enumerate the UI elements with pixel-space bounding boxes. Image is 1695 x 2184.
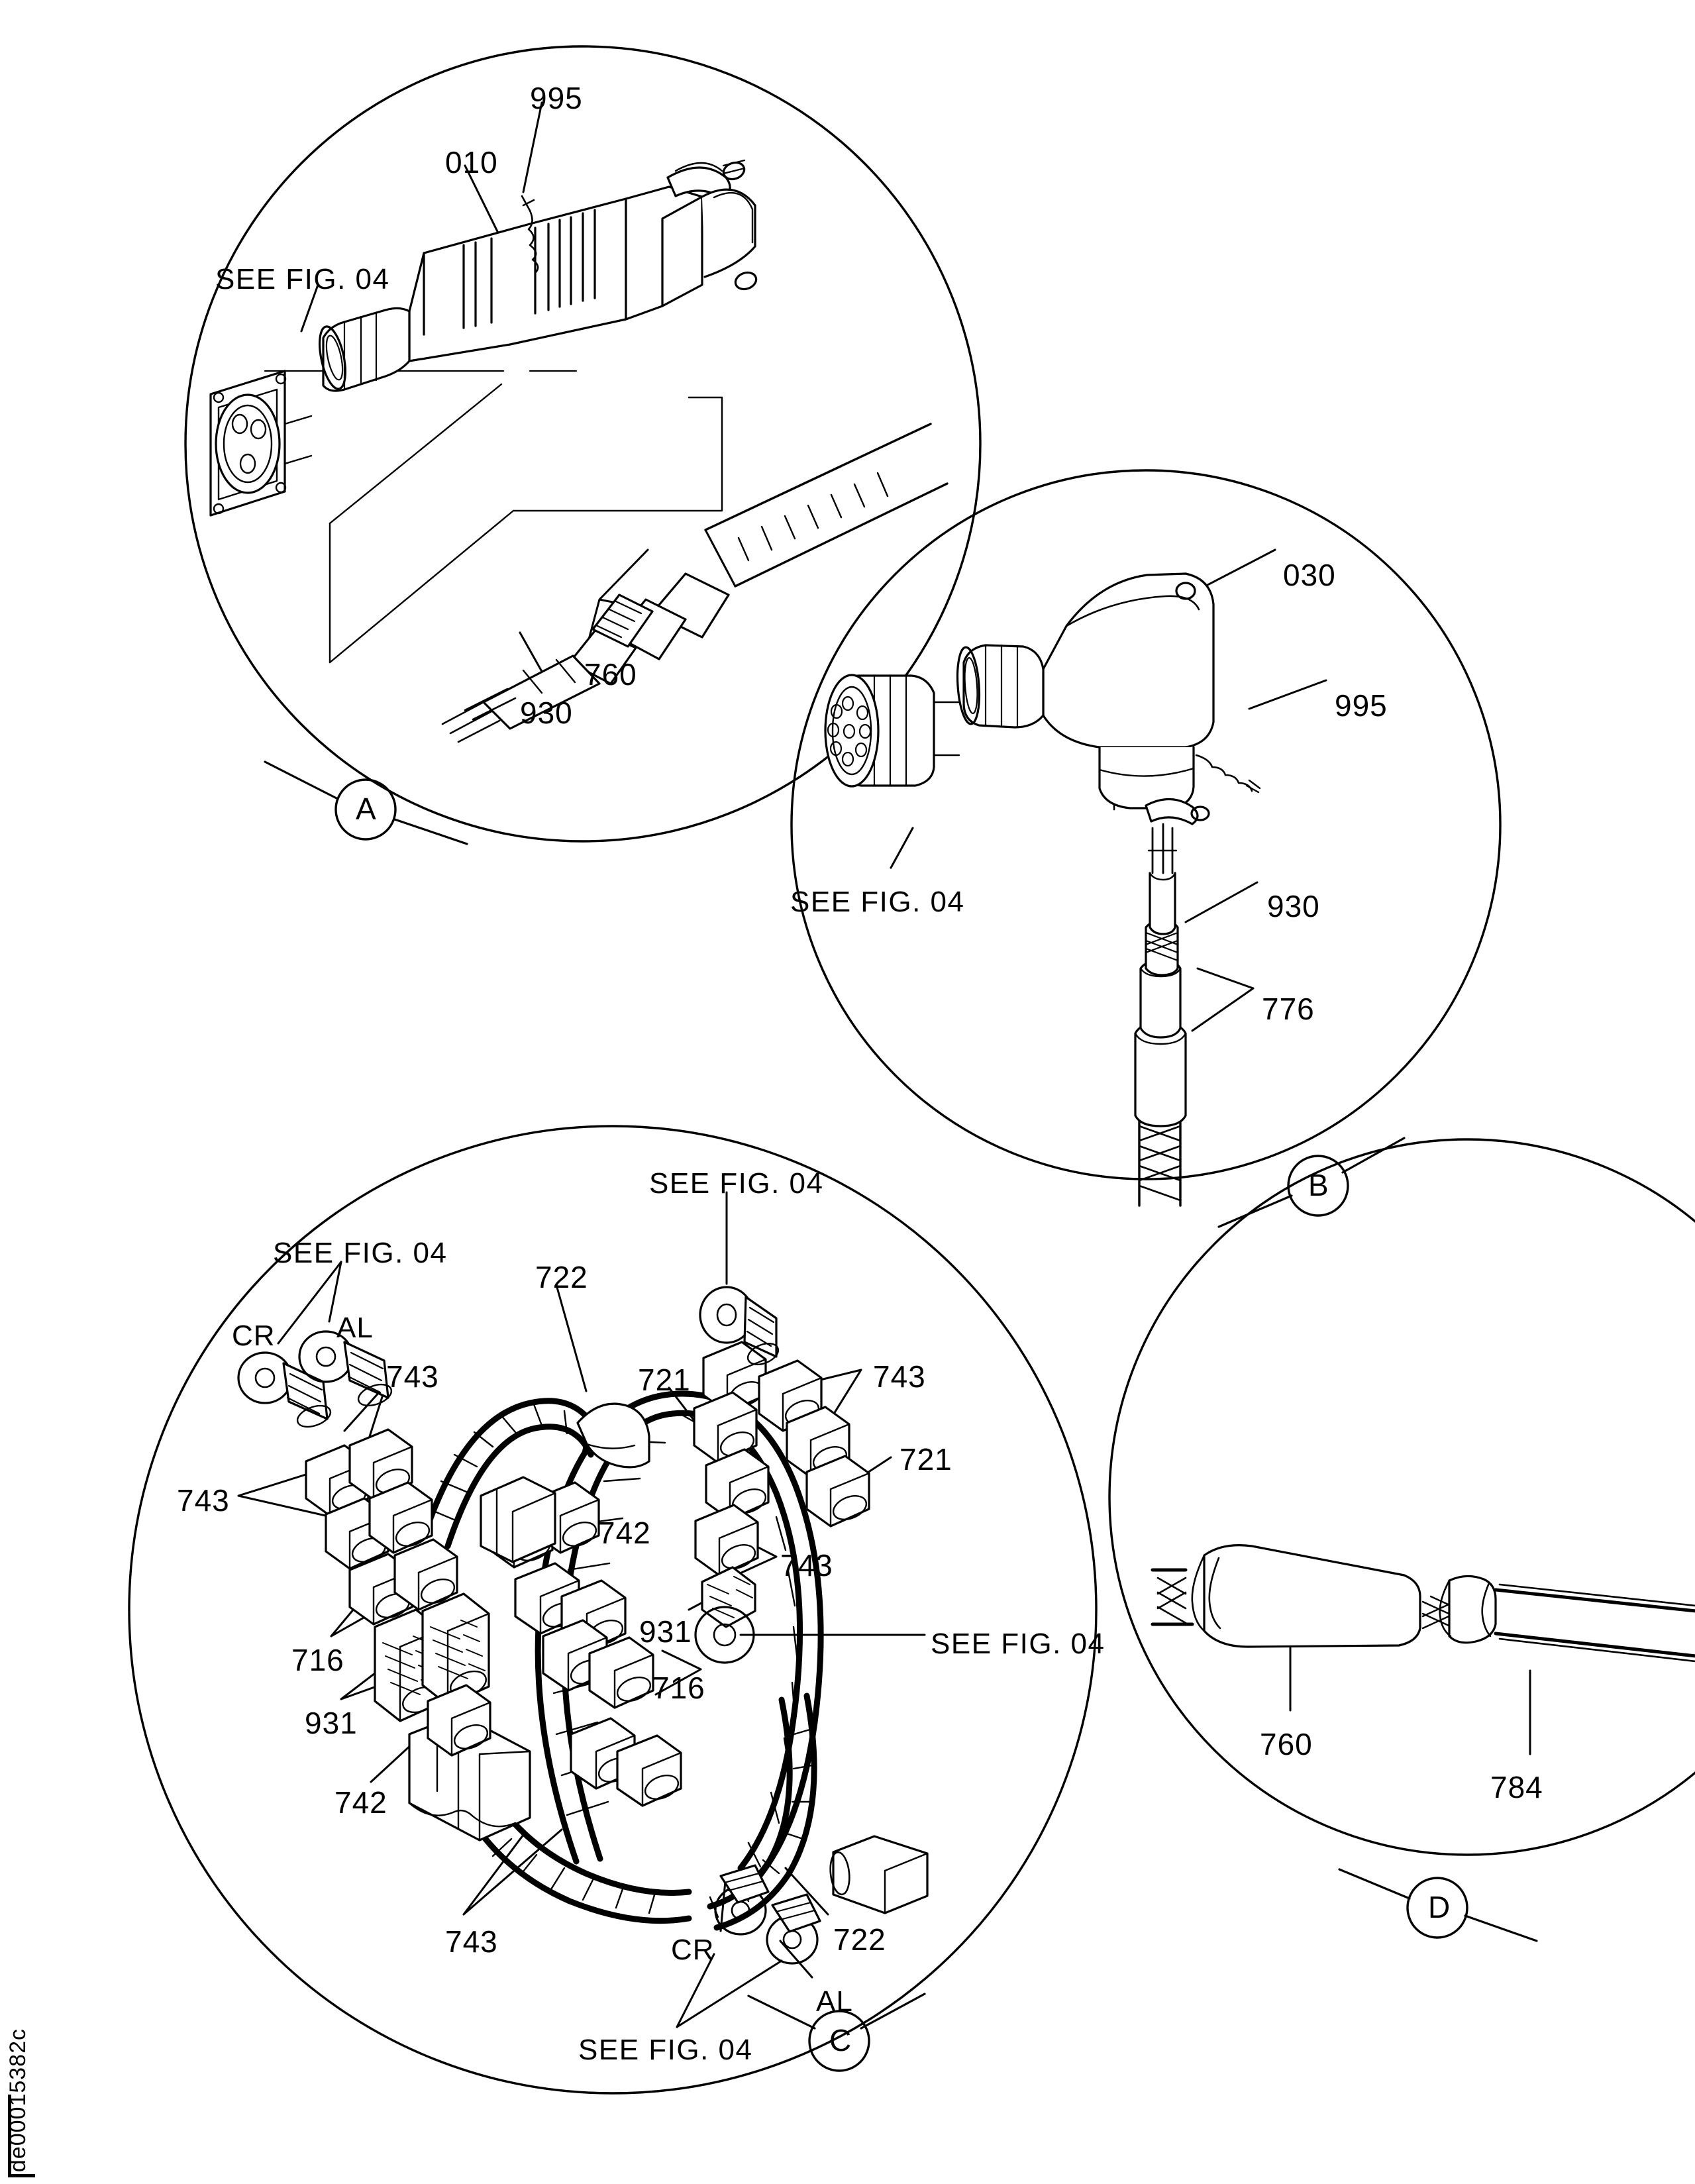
label-743-bottom: 743 [445, 1924, 498, 1959]
label-see-fig-04-a: SEE FIG. 04 [215, 263, 390, 295]
label-see-fig-04-c-right: SEE FIG. 04 [931, 1628, 1105, 1660]
label-721-top: 721 [638, 1363, 691, 1397]
label-930-b: 930 [1267, 889, 1320, 923]
label-784: 784 [1490, 1770, 1543, 1804]
label-760-a: 760 [584, 657, 637, 692]
label-cr-top: CR [232, 1320, 276, 1352]
label-743-mid-right: 743 [780, 1548, 833, 1583]
corner-registration-mark [8, 2095, 35, 2177]
label-722-top: 722 [535, 1260, 588, 1294]
callout-letter-a: A [356, 792, 376, 826]
label-al-top: AL [336, 1312, 374, 1344]
label-743-top-left: 743 [386, 1359, 439, 1394]
label-see-fig-04-b: SEE FIG. 04 [790, 886, 965, 918]
label-930-a: 930 [520, 696, 573, 730]
label-see-fig-04-c-bottom: SEE FIG. 04 [578, 2034, 753, 2066]
label-931-left: 931 [305, 1706, 358, 1740]
label-995-b: 995 [1335, 688, 1388, 723]
label-742-left: 742 [334, 1785, 387, 1820]
label-743-left: 743 [177, 1483, 230, 1518]
label-al-bottom: AL [816, 1985, 853, 2018]
label-716-mid: 716 [652, 1671, 705, 1705]
drawing-code: de00015382c [5, 2028, 30, 2172]
label-995: 995 [530, 81, 583, 115]
callout-letter-b: B [1308, 1168, 1329, 1202]
label-030: 030 [1283, 558, 1336, 592]
label-see-fig-04-c-top: SEE FIG. 04 [649, 1167, 824, 1200]
label-776: 776 [1262, 992, 1315, 1026]
label-see-fig-04-c-left: SEE FIG. 04 [273, 1237, 448, 1269]
label-743-top-right: 743 [873, 1359, 926, 1394]
label-760-d: 760 [1260, 1727, 1313, 1761]
label-cr-bottom: CR [671, 1934, 715, 1966]
label-931-mid: 931 [639, 1614, 692, 1649]
label-722-bottom: 722 [833, 1922, 886, 1957]
callout-letter-d: D [1428, 1890, 1451, 1924]
label-010: 010 [445, 145, 498, 180]
callout-letter-c: C [829, 2023, 852, 2057]
label-721-right: 721 [899, 1442, 952, 1477]
label-716-left: 716 [291, 1643, 344, 1677]
label-742-mid: 742 [598, 1516, 651, 1550]
